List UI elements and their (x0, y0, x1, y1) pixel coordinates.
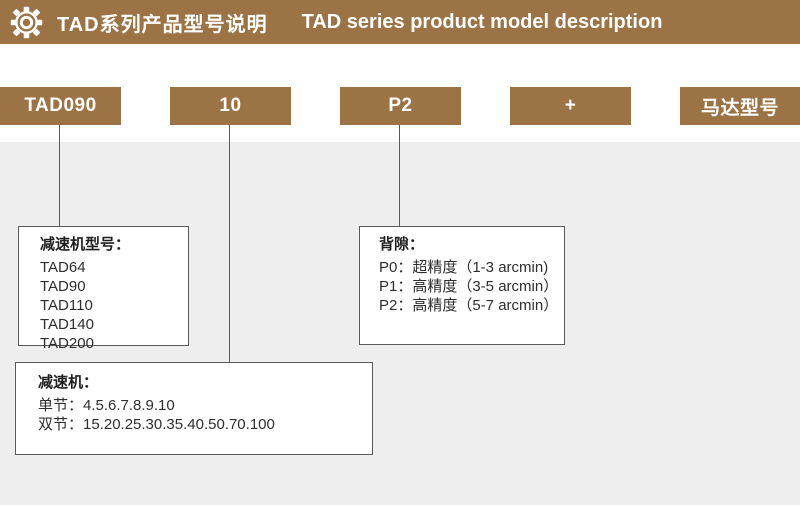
model-segment-reducer-model: TAD090 (0, 87, 121, 125)
page-title-english: TAD series product model description (301, 10, 663, 33)
list-item: P2：高精度（5-7 arcmin） (379, 297, 559, 314)
reducer-model-box: 减速机型号： TAD64 TAD90 TAD110 TAD140 TAD200 (18, 226, 189, 352)
list-item: TAD140 (40, 316, 94, 333)
backlash-box-title: 背隙： (379, 236, 425, 253)
header-bar: TAD系列产品型号说明 TAD series product model des… (0, 0, 800, 44)
reducer-stages-box: 减速机： 单节：4.5.6.7.8.9.10 双节：15.20.25.30.35… (15, 362, 373, 455)
connector-line-reducer-model (59, 125, 60, 226)
list-item: TAD64 (40, 259, 86, 276)
list-item: P1：高精度（3-5 arcmin） (379, 278, 559, 295)
model-segment-ratio: 10 (170, 87, 291, 125)
connector-line-ratio (229, 125, 230, 362)
connector-line-backlash (399, 125, 400, 226)
list-item: 单节：4.5.6.7.8.9.10 (38, 397, 175, 414)
reducer-stages-box-title: 减速机： (38, 374, 99, 391)
model-segment-plus: + (510, 87, 631, 125)
list-item: TAD90 (40, 278, 86, 295)
model-segment-backlash: P2 (340, 87, 461, 125)
list-item: TAD200 (40, 335, 94, 352)
reducer-model-box-title: 减速机型号： (40, 236, 131, 253)
model-segment-motor-model: 马达型号 (680, 87, 800, 125)
backlash-box: 背隙： P0：超精度（1-3 arcmin) P1：高精度（3-5 arcmin… (359, 226, 565, 345)
gear-icon (10, 6, 43, 38)
list-item: TAD110 (40, 297, 93, 314)
list-item: P0：超精度（1-3 arcmin) (379, 259, 549, 276)
list-item: 双节：15.20.25.30.35.40.50.70.100 (38, 416, 275, 433)
page-title-chinese: TAD系列产品型号说明 (57, 13, 268, 36)
